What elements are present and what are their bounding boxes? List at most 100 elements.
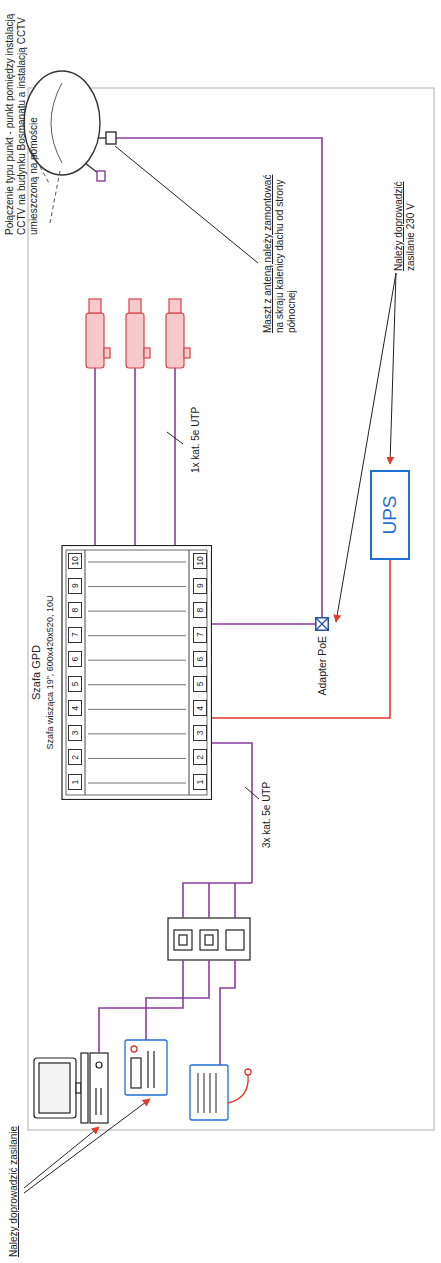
rack-outline xyxy=(88,660,186,661)
wall-outlets xyxy=(179,935,187,945)
rack-outline xyxy=(62,546,212,800)
computer xyxy=(96,1062,102,1068)
port-number: 2 xyxy=(68,749,82,765)
cable-tick xyxy=(245,787,259,799)
rack-outline xyxy=(66,550,207,795)
rack-outline xyxy=(88,611,186,612)
cable-connector xyxy=(212,560,390,718)
port-number: 8 xyxy=(68,602,82,618)
port-number: 1 xyxy=(193,774,207,790)
cable-label: 1x kat. 5e UTP xyxy=(190,373,202,473)
camera xyxy=(104,348,110,358)
link-note: Połączenie typu punkt - punkt pomiędzy i… xyxy=(4,7,40,235)
camera xyxy=(86,313,104,368)
leader-line xyxy=(24,1127,99,1188)
recorder xyxy=(131,1046,137,1052)
port-number: 10 xyxy=(68,553,82,569)
ups-box: UPS xyxy=(370,470,410,560)
leader-line xyxy=(336,273,396,622)
recorder xyxy=(131,1058,141,1088)
utp-cable xyxy=(220,960,235,1065)
rack-spec: Szafa wisząca 19", 600x420x520, 10U xyxy=(45,596,56,750)
utp-cable xyxy=(183,883,252,918)
utp-cable xyxy=(99,960,183,1053)
port-number: 6 xyxy=(193,651,207,667)
control-panel xyxy=(215,1073,216,1113)
leader-line xyxy=(24,146,396,1193)
port-number: 3 xyxy=(68,725,82,741)
utp-cable xyxy=(234,883,236,918)
wall-outlets xyxy=(226,930,244,950)
power-note: Należy doprowadzić zasilanie 230 V xyxy=(393,159,417,271)
control-panel xyxy=(228,1075,248,1103)
port-number: 9 xyxy=(68,578,82,594)
antenna xyxy=(106,132,116,144)
utp-cable xyxy=(94,368,96,545)
camera xyxy=(144,348,150,358)
equipment-rack: Szafa GPDSzafa wisząca 19", 600x420x520,… xyxy=(30,545,212,800)
ups-label: UPS xyxy=(379,495,402,534)
rack-title: Szafa GPD xyxy=(30,645,43,700)
rack-outline xyxy=(88,635,186,636)
recorder xyxy=(147,1051,148,1088)
mast-note: Maszt z anteną należy zamontować na skra… xyxy=(262,168,298,333)
wall-outlets xyxy=(168,918,250,960)
port-number: 5 xyxy=(193,676,207,692)
control-panel xyxy=(190,1065,228,1120)
leader-line xyxy=(115,146,258,263)
wall-outlets xyxy=(168,918,250,960)
camera xyxy=(169,299,181,313)
computer xyxy=(34,1053,108,1123)
utp-cable xyxy=(208,883,210,918)
rack-outline xyxy=(88,562,186,563)
port-number: 3 xyxy=(193,725,207,741)
antenna xyxy=(85,163,98,173)
cable-tick xyxy=(167,432,183,444)
wall-outlets xyxy=(200,930,218,950)
utp-cable xyxy=(212,743,252,883)
port-number: 2 xyxy=(193,749,207,765)
camera xyxy=(184,348,190,358)
port-number: 8 xyxy=(193,602,207,618)
camera xyxy=(166,313,184,368)
rack-outline xyxy=(88,758,186,759)
port-number: 7 xyxy=(68,627,82,643)
computer xyxy=(90,1053,108,1123)
camera xyxy=(86,299,190,368)
port-number: 6 xyxy=(68,651,82,667)
antenna xyxy=(97,171,105,181)
adapter-symbol xyxy=(315,617,329,631)
cable-connector xyxy=(212,623,315,625)
link-beam xyxy=(50,171,60,223)
camera xyxy=(129,299,141,313)
computer xyxy=(100,1088,101,1115)
wall-outlets xyxy=(174,930,192,950)
control-panel xyxy=(197,1073,198,1113)
port-number: 4 xyxy=(193,700,207,716)
computer xyxy=(34,1058,76,1118)
rack-outline xyxy=(30,545,212,800)
port-number: 9 xyxy=(193,578,207,594)
port-number: 1 xyxy=(68,774,82,790)
leader-line xyxy=(24,1099,150,1193)
control-panel xyxy=(209,1073,210,1113)
recorder xyxy=(125,1040,167,1095)
frame xyxy=(28,88,434,1130)
rack-outline xyxy=(88,709,186,710)
poe-adapter: Adapter PoE xyxy=(315,617,329,696)
rack-outline xyxy=(88,586,186,587)
rack-outline xyxy=(88,684,186,685)
power-note: Należy doprowadzić zasilanie xyxy=(8,1092,20,1257)
utp-cable xyxy=(146,960,209,1040)
port-number: 5 xyxy=(68,676,82,692)
antenna xyxy=(98,137,106,138)
adapter-symbol xyxy=(316,618,328,630)
rack-outline xyxy=(189,550,190,795)
utp-cable xyxy=(174,368,176,545)
rack-outline xyxy=(88,783,186,784)
utp-cable xyxy=(134,368,136,545)
wall-outlets xyxy=(205,935,213,945)
recorder xyxy=(125,1040,167,1095)
port-number: 4 xyxy=(68,700,82,716)
